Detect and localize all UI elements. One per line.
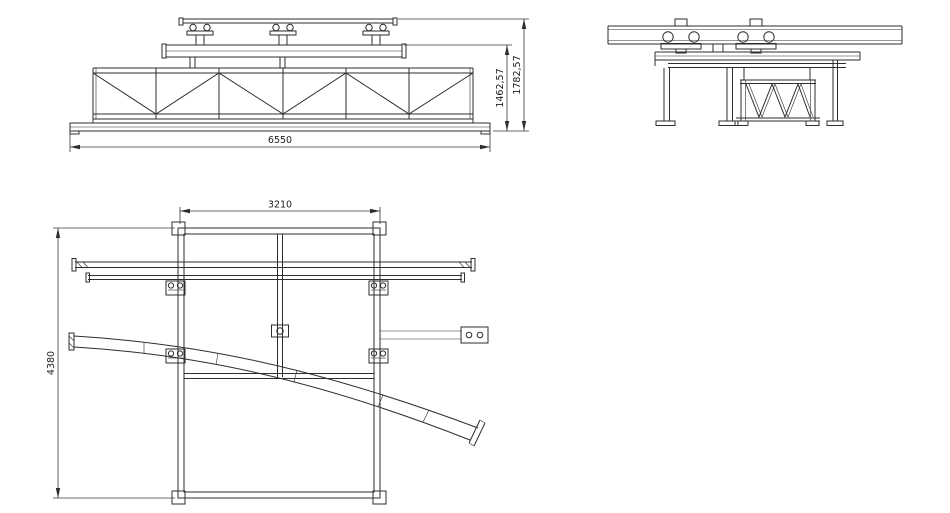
dim-front-height-inner: 1462,57 — [404, 44, 529, 132]
right-end-support — [826, 60, 844, 126]
plan-trolley-fitting-top-right — [368, 280, 389, 296]
plan-trolley-fitting-bottom-right — [368, 348, 389, 364]
dim-label-front-height-inner: 1462,57 — [495, 68, 506, 107]
beam-trolley-right — [735, 18, 777, 54]
plan-trolley-fitting-top-left — [165, 280, 186, 296]
beam-hanger — [712, 43, 724, 53]
dim-plan-height: 4380 — [46, 227, 175, 499]
plan-frame — [171, 221, 387, 505]
plan-runway-beam-a — [71, 258, 476, 272]
side-elevation-view — [607, 18, 903, 126]
dim-label-front-height-overall: 1782,57 — [512, 55, 523, 94]
dim-label-front-width: 6550 — [268, 135, 292, 146]
side-frame-beams — [654, 51, 861, 68]
plan-right-connector — [380, 326, 489, 344]
dim-label-plan-height: 4380 — [46, 351, 57, 375]
hoist-trolley-right — [362, 23, 390, 46]
bridge-girder — [161, 43, 407, 59]
hoist-trolley-left — [186, 23, 214, 46]
curved-rail — [68, 332, 486, 447]
plan-runway-beam-b — [85, 272, 465, 283]
plan-center-member — [271, 234, 289, 377]
hanger-links — [189, 57, 286, 68]
dim-front-width: 6550 — [69, 134, 491, 152]
dim-plan-width: 3210 — [179, 200, 381, 224]
platform-plate — [69, 122, 491, 135]
dim-label-plan-width: 3210 — [268, 200, 292, 211]
beam-trolley-left — [660, 18, 702, 54]
support-legs — [655, 68, 739, 126]
dim-front-height-overall: 1782,57 — [398, 18, 529, 131]
hoist-trolley-center — [269, 23, 297, 46]
plan-view: 3210 4380 — [46, 200, 489, 505]
truss — [92, 67, 474, 123]
front-elevation-view: 6550 1462,57 1782,57 — [69, 17, 529, 152]
runway-beam — [607, 25, 903, 45]
side-truss — [734, 68, 820, 126]
plan-trolley-fitting-bottom-left — [165, 348, 186, 364]
runway-rail — [178, 17, 398, 26]
